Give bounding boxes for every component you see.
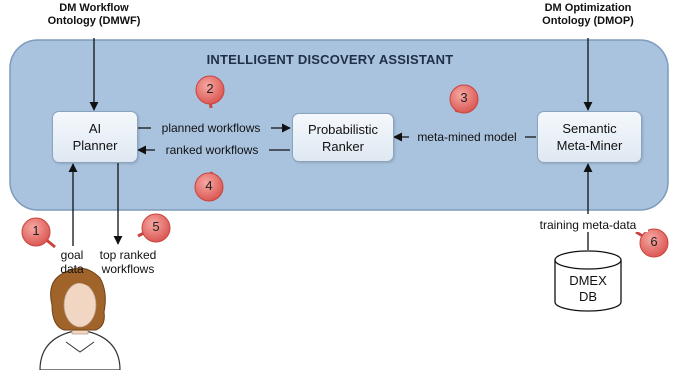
dmop-line2: Ontology (DMOP) [542, 15, 634, 27]
badge-5-number: 5 [152, 219, 160, 234]
badge-3: 3 [450, 85, 478, 113]
badge-4-number: 4 [205, 178, 213, 193]
top-ranked-label: top ranked workflows [90, 248, 166, 276]
badge-1: 1 [22, 218, 50, 246]
badge-3-shape [449, 84, 479, 114]
dmop-label: DM Optimization Ontology (DMOP) [530, 2, 646, 28]
dmwf-line1: DM Workflow [59, 2, 129, 14]
badge-2-number: 2 [206, 81, 214, 96]
dmwf-label: DM Workflow Ontology (DMWF) [44, 2, 144, 28]
dmwf-line2: Ontology (DMWF) [47, 15, 141, 27]
database-cylinder-icon [554, 250, 622, 312]
top-line1: top ranked [99, 248, 157, 262]
top-line2: workflows [101, 262, 155, 276]
badge-2-shape [195, 75, 225, 109]
badge-1-shape [21, 217, 56, 249]
semantic-meta-miner-box: Semantic Meta-Miner [537, 111, 642, 163]
dmop-line1: DM Optimization [544, 2, 632, 14]
ranker-line2: Ranker [322, 138, 364, 154]
ai-planner-box: AI Planner [52, 111, 138, 163]
goal-data-label: goal data [50, 248, 94, 276]
planner-line2: Planner [72, 138, 118, 153]
db-line1: DMEX [569, 273, 607, 288]
metaminer-line1: Semantic [562, 121, 617, 136]
badge-5-shape [137, 213, 171, 243]
badge-3-number: 3 [460, 90, 468, 105]
probabilistic-ranker-box: Probabilistic Ranker [292, 113, 394, 162]
meta-mined-model-label: meta-mined model [409, 130, 525, 144]
badge-6-number: 6 [650, 234, 658, 249]
badge-1-number: 1 [32, 223, 40, 238]
ida-title: INTELLIGENT DISCOVERY ASSISTANT [206, 52, 454, 67]
badge-6: 6 [640, 229, 668, 257]
goal-line2: data [60, 262, 84, 276]
badge-2: 2 [196, 76, 224, 104]
ranked-workflows-label: ranked workflows [155, 143, 269, 157]
db-line2: DB [578, 289, 598, 304]
metaminer-line2: Meta-Miner [556, 138, 623, 153]
planner-line1: AI [88, 121, 102, 136]
user-avatar-icon [39, 267, 121, 370]
training-metadata-label: training meta-data [528, 218, 648, 232]
ranker-line1: Probabilistic [307, 121, 379, 137]
badge-5: 5 [142, 214, 170, 242]
goal-line1: goal [60, 248, 84, 262]
badge-6-shape [635, 228, 669, 258]
badge-4-shape [194, 171, 224, 202]
planned-workflows-label: planned workflows [151, 121, 271, 135]
badge-4: 4 [195, 173, 223, 201]
database-label: DMEX DB [555, 273, 621, 305]
